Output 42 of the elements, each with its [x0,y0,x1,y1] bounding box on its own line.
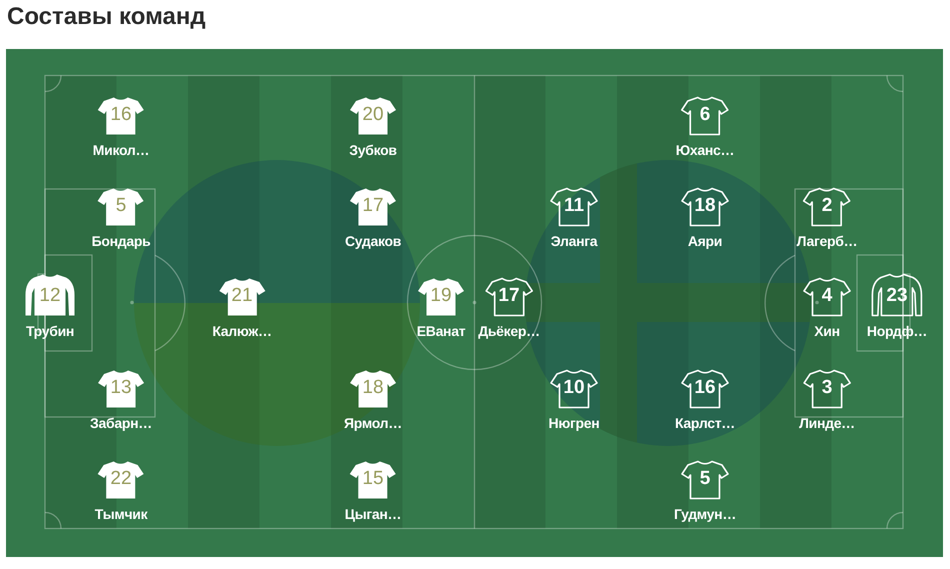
player-name: Бондарь [92,233,150,249]
player-name: Эланга [550,233,598,249]
jersey-number: 20 [362,105,384,125]
player-name: Нюгрен [548,415,600,431]
jersey-number: 2 [822,196,832,216]
jersey-number: 21 [231,286,253,306]
jersey-number: 10 [563,378,585,398]
jersey-number: 5 [116,196,126,216]
jersey-number: 18 [362,378,384,398]
jersey-number: 16 [110,105,132,125]
player-name: Калюж… [212,323,272,339]
player-name: Забарн… [90,415,152,431]
player-name: Юханс… [676,142,734,158]
player-name: Аяри [688,233,722,249]
jersey-number: 13 [110,378,132,398]
player-name: Дьёкер… [478,323,540,339]
player-name: Карлст… [675,415,735,431]
jersey-number: 16 [694,378,716,398]
jersey-number: 18 [694,196,716,216]
jersey-number: 12 [39,286,61,306]
player-name: ЕВанат [416,323,466,339]
jersey-number: 11 [564,196,584,216]
jersey-number: 3 [822,378,832,398]
jersey-number: 5 [700,469,710,489]
jersey-number: 17 [362,196,384,216]
section-title: Составы команд [7,2,206,32]
jersey-number: 22 [110,469,132,489]
jersey-number: 19 [430,286,452,306]
player-name: Ярмол… [344,415,402,431]
player-name: Лагерб… [796,233,858,249]
jersey-number: 4 [822,286,832,306]
player-name: Судаков [344,233,402,249]
jersey-number: 15 [362,469,384,489]
player-name: Гудмун… [674,506,736,522]
player-name: Зубков [349,142,397,158]
player-name: Линде… [799,415,855,431]
player-name: Хин [814,323,840,339]
jersey-number: 17 [498,286,520,306]
player-name: Цыган… [344,506,402,522]
jersey-number: 6 [700,105,710,125]
player-name: Микол… [92,142,150,158]
player-name: Тымчик [94,506,148,522]
